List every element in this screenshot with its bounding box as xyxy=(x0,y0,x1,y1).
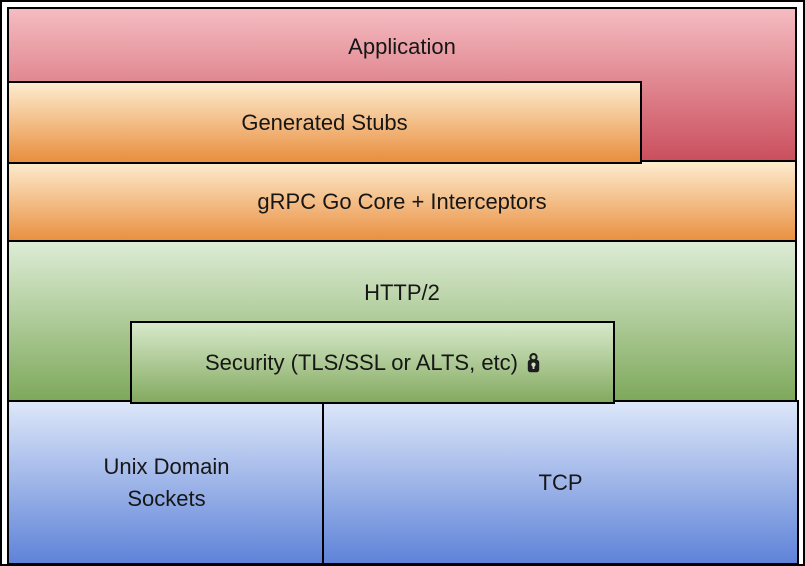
lock-icon xyxy=(527,353,540,373)
application-label-band: Application xyxy=(9,9,795,85)
layer-unix-domain-sockets: Unix Domain Sockets xyxy=(7,400,326,564)
unix-domain-sockets-label: Unix Domain Sockets xyxy=(9,402,324,563)
http2-label-band: HTTP/2 xyxy=(9,242,795,344)
layer-grpc-core: gRPC Go Core + Interceptors xyxy=(7,160,797,244)
security-label: Security (TLS/SSL or ALTS, etc) xyxy=(205,349,518,375)
grpc-core-label: gRPC Go Core + Interceptors xyxy=(257,189,547,215)
http2-label: HTTP/2 xyxy=(364,280,440,306)
layer-tcp: TCP xyxy=(322,400,799,564)
layer-security: Security (TLS/SSL or ALTS, etc) xyxy=(130,321,615,404)
application-label: Application xyxy=(348,34,456,60)
tcp-label: TCP xyxy=(538,469,583,495)
generated-stubs-label: Generated Stubs xyxy=(241,109,408,135)
layer-generated-stubs: Generated Stubs xyxy=(7,81,642,164)
unix-domain-sockets-text: Unix Domain Sockets xyxy=(103,454,230,511)
